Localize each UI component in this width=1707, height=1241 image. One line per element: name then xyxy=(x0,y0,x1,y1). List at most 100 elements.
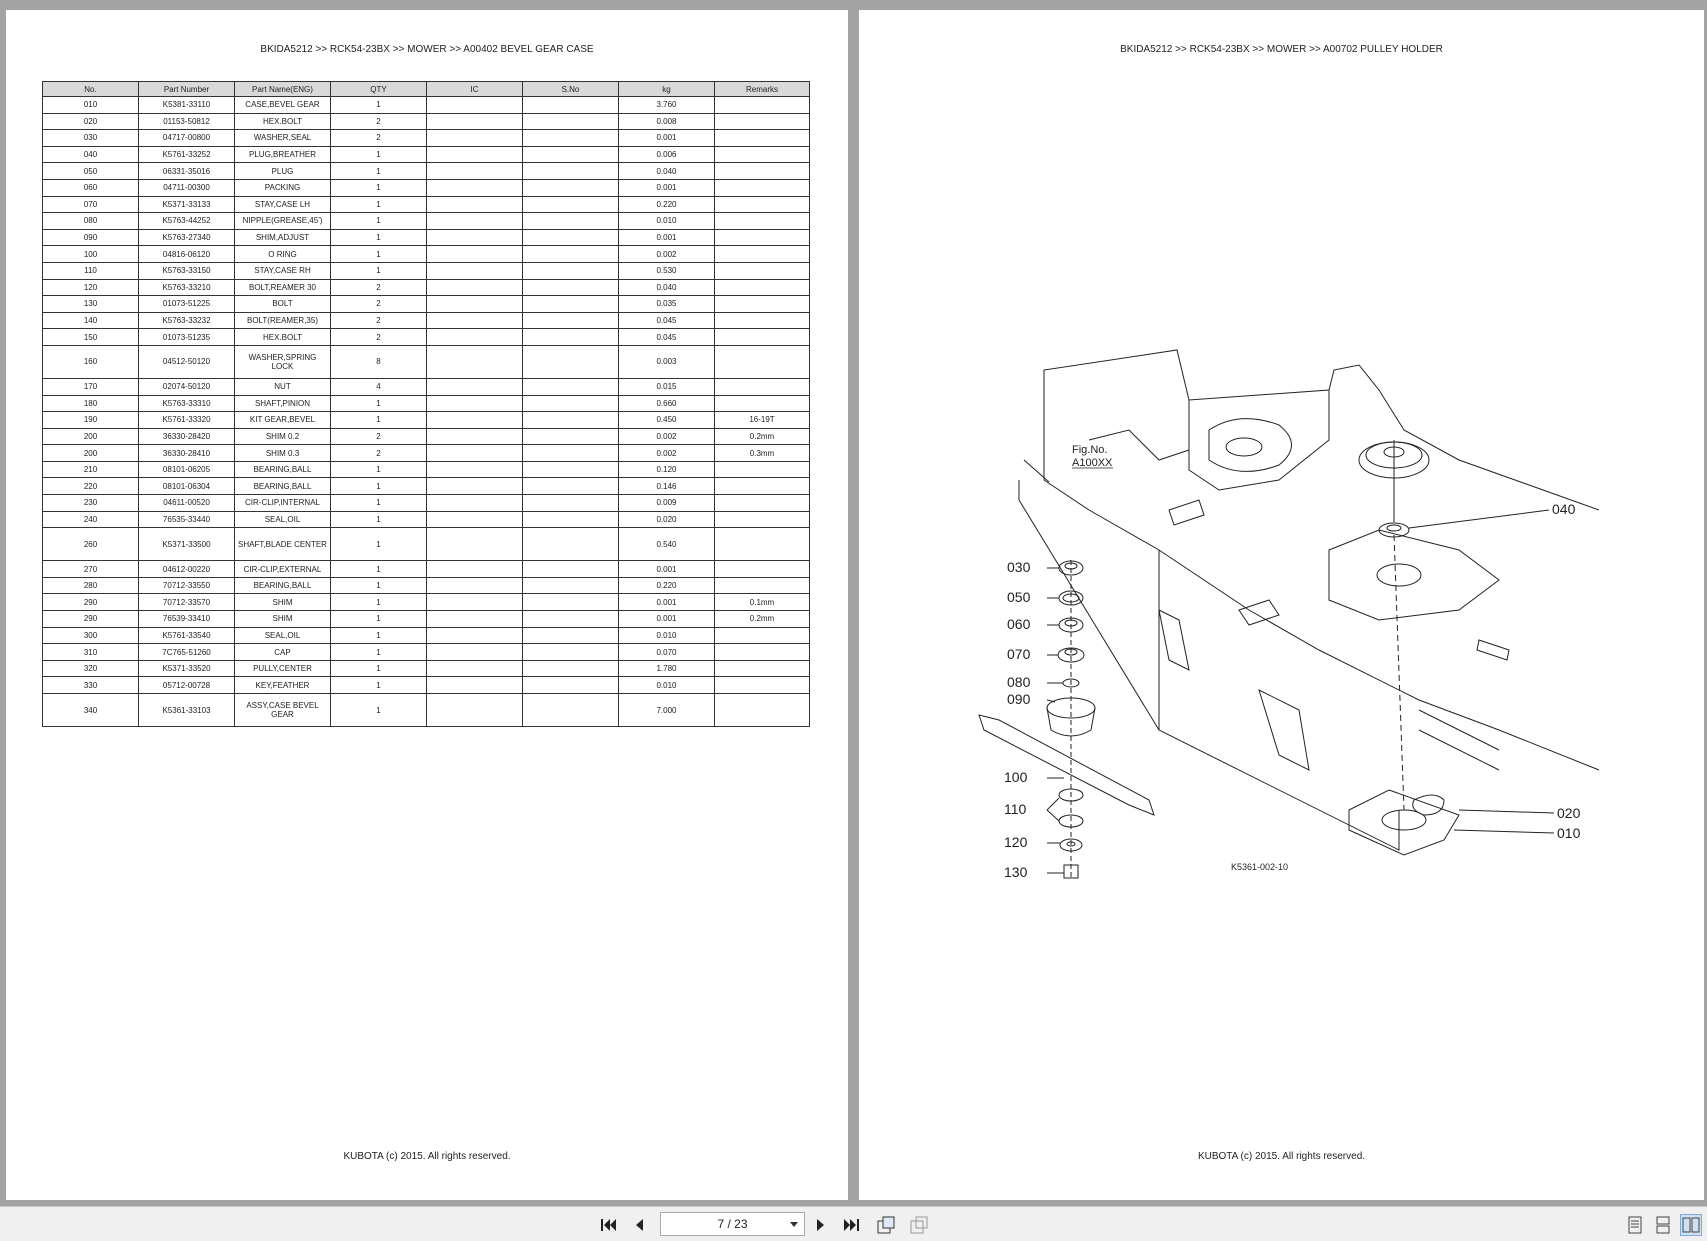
cell-no: 020 xyxy=(42,112,139,131)
cell-ic xyxy=(426,245,523,263)
cell-qty: 2 xyxy=(330,112,427,131)
cell-name: PLUG,BREATHER xyxy=(234,145,331,164)
cell-no: 150 xyxy=(42,328,139,346)
cell-ic xyxy=(426,344,523,379)
cell-kg: 0.146 xyxy=(618,477,715,496)
cell-ic xyxy=(426,129,523,147)
cell-kg: 0.020 xyxy=(618,510,715,529)
cell-kg: 0.660 xyxy=(618,394,715,413)
cell-name: SEAL,OIL xyxy=(234,510,331,529)
cell-ic xyxy=(426,228,523,247)
cell-remarks xyxy=(714,676,810,694)
two-page-view-button[interactable] xyxy=(1680,1214,1702,1236)
cell-remarks xyxy=(714,477,810,496)
cell-name: CIR-CLIP,INTERNAL xyxy=(234,494,331,512)
cell-remarks xyxy=(714,494,810,512)
cell-part: 76539-33410 xyxy=(138,610,235,628)
cell-qty: 1 xyxy=(330,610,427,628)
cell-no: 180 xyxy=(42,394,139,413)
cell-qty: 2 xyxy=(330,311,427,330)
cell-name: ASSY,CASE BEVEL GEAR xyxy=(234,693,331,727)
cell-part: 70712-33550 xyxy=(138,576,235,595)
cell-part: 02074-50120 xyxy=(138,377,235,396)
last-page-button[interactable] xyxy=(840,1214,862,1236)
cell-kg: 0.045 xyxy=(618,328,715,346)
cell-no: 260 xyxy=(42,527,139,562)
cell-sno xyxy=(522,560,619,578)
cell-sno xyxy=(522,593,619,612)
cell-remarks xyxy=(714,195,810,214)
first-page-button[interactable] xyxy=(598,1214,620,1236)
cell-name: CAP xyxy=(234,643,331,661)
cell-sno xyxy=(522,112,619,131)
cell-remarks xyxy=(714,626,810,645)
fig-no-value: A100XX xyxy=(1072,457,1113,469)
cell-sno xyxy=(522,311,619,330)
column-header: Remarks xyxy=(714,81,810,97)
cell-qty: 2 xyxy=(330,278,427,297)
cell-part: K5371-33133 xyxy=(138,195,235,214)
cell-qty: 2 xyxy=(330,444,427,462)
cell-name: STAY,CASE LH xyxy=(234,195,331,214)
page-number-field[interactable]: 7 / 23 xyxy=(660,1212,805,1236)
cell-ic xyxy=(426,626,523,645)
cell-sno xyxy=(522,145,619,164)
cell-part: 08101-06304 xyxy=(138,477,235,496)
cell-qty: 4 xyxy=(330,377,427,396)
single-page-icon xyxy=(1628,1216,1642,1234)
cell-remarks xyxy=(714,576,810,595)
cell-kg: 0.002 xyxy=(618,444,715,462)
cell-ic xyxy=(426,195,523,214)
document-viewer[interactable]: BKIDA5212 >> RCK54-23BX >> MOWER >> A004… xyxy=(0,0,1707,1206)
cell-remarks xyxy=(714,228,810,247)
column-header: kg xyxy=(618,81,715,97)
cell-part: 05712-00728 xyxy=(138,676,235,694)
cell-qty: 1 xyxy=(330,261,427,280)
cell-name: BOLT xyxy=(234,295,331,313)
cell-remarks xyxy=(714,328,810,346)
cell-remarks xyxy=(714,178,810,197)
continuous-view-button[interactable] xyxy=(1652,1214,1674,1236)
next-page-button[interactable] xyxy=(810,1214,832,1236)
cell-ic xyxy=(426,145,523,164)
cell-kg: 0.010 xyxy=(618,626,715,645)
cell-ic xyxy=(426,676,523,694)
cell-kg: 0.008 xyxy=(618,112,715,131)
chevron-down-icon[interactable] xyxy=(790,1222,798,1227)
cell-name: SHIM xyxy=(234,593,331,612)
cell-qty: 8 xyxy=(330,344,427,379)
cell-part: 06331-35016 xyxy=(138,162,235,180)
callout-120: 120 xyxy=(1004,834,1028,850)
cell-part: K5761-33252 xyxy=(138,145,235,164)
cell-no: 010 xyxy=(42,96,139,114)
page-indicator: 7 / 23 xyxy=(717,1217,748,1231)
cell-qty: 1 xyxy=(330,394,427,413)
cell-kg: 0.540 xyxy=(618,527,715,562)
cell-ic xyxy=(426,261,523,280)
cell-sno xyxy=(522,444,619,462)
cell-name: WASHER,SPRING LOCK xyxy=(234,344,331,379)
callout-030: 030 xyxy=(1007,559,1031,575)
rotate-view-button[interactable] xyxy=(875,1214,897,1236)
single-page-view-button[interactable] xyxy=(1624,1214,1646,1236)
fit-page-button[interactable] xyxy=(908,1214,930,1236)
cell-ic xyxy=(426,659,523,678)
callout-090: 090 xyxy=(1007,691,1031,707)
cell-qty: 1 xyxy=(330,477,427,496)
cell-ic xyxy=(426,576,523,595)
prev-page-button[interactable] xyxy=(628,1214,650,1236)
cell-kg: 0.010 xyxy=(618,212,715,230)
cell-no: 200 xyxy=(42,444,139,462)
cell-no: 160 xyxy=(42,344,139,379)
cell-remarks: 0.2mm xyxy=(714,427,810,446)
cell-qty: 1 xyxy=(330,178,427,197)
cell-sno xyxy=(522,129,619,147)
cell-name: SHIM xyxy=(234,610,331,628)
cell-sno xyxy=(522,195,619,214)
cell-no: 040 xyxy=(42,145,139,164)
